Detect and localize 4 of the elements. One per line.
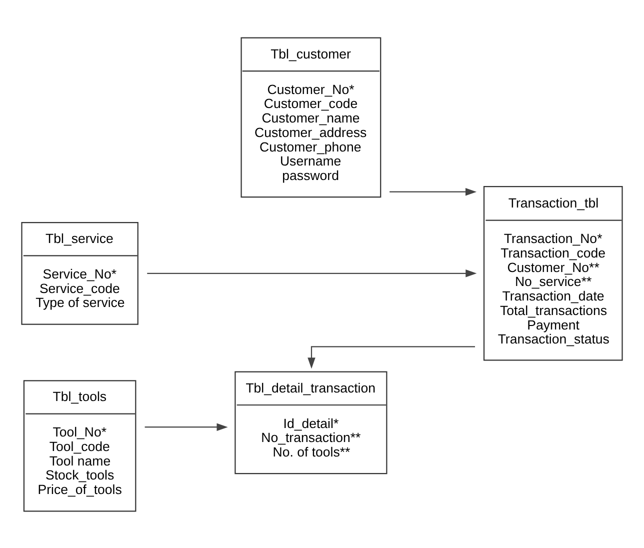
arrow — [308, 346, 475, 368]
arrow — [390, 187, 477, 196]
arrow — [144, 422, 228, 430]
arrow — [147, 269, 477, 277]
